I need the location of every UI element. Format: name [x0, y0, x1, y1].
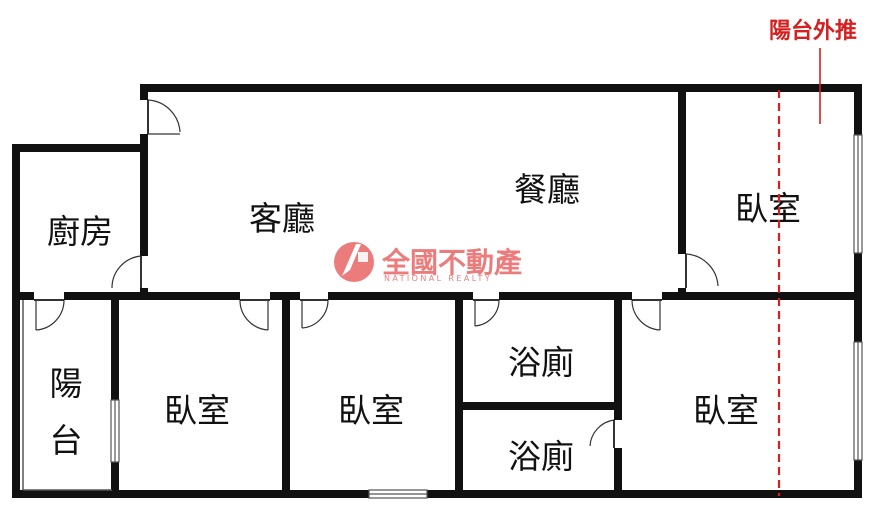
door-kitchen: [111, 255, 148, 289]
logo-name: 全國不動產: [381, 246, 522, 279]
door-bathroom-2: [589, 419, 622, 448]
door-bathroom-1: [473, 292, 500, 327]
room-label-bedroom-bottom-right: 臥室: [693, 391, 759, 430]
door-bedroom-bottom-right: [631, 292, 662, 331]
walls: [12, 84, 862, 498]
room-label-dining-room: 餐廳: [514, 170, 580, 209]
balcony-railing: [22, 300, 112, 491]
room-label-bedroom-top-right: 臥室: [735, 189, 801, 228]
door-bedroom-2: [300, 292, 329, 329]
door-balcony: [34, 292, 65, 331]
doors: [34, 99, 719, 448]
balcony-extension-annotation: 陽台外推: [769, 18, 857, 496]
windows: [110, 134, 863, 499]
room-label-bedroom-1: 臥室: [164, 391, 230, 430]
room-label-bathroom-1: 浴廁: [508, 343, 574, 382]
door-bedroom-top-right: [678, 253, 719, 288]
annotation-label: 陽台外推: [769, 18, 857, 44]
room-label-kitchen: 廚房: [47, 212, 113, 251]
room-label-living-room: 客廳: [249, 199, 315, 238]
door-entry: [140, 99, 181, 135]
room-label-balcony-2: 台: [50, 421, 83, 460]
watermark-logo: 全國不動產 NATIONAL REALTY: [334, 242, 522, 283]
room-labels: 廚房 客廳 餐廳 臥室 陽 台 臥室 臥室 浴廁 浴廁 臥室: [47, 170, 801, 476]
room-label-balcony-1: 陽: [50, 364, 83, 403]
door-bedroom-1: [239, 292, 270, 331]
room-label-bathroom-2: 浴廁: [508, 437, 574, 476]
room-label-bedroom-2: 臥室: [338, 391, 404, 430]
logo-subtitle: NATIONAL REALTY: [384, 274, 492, 283]
